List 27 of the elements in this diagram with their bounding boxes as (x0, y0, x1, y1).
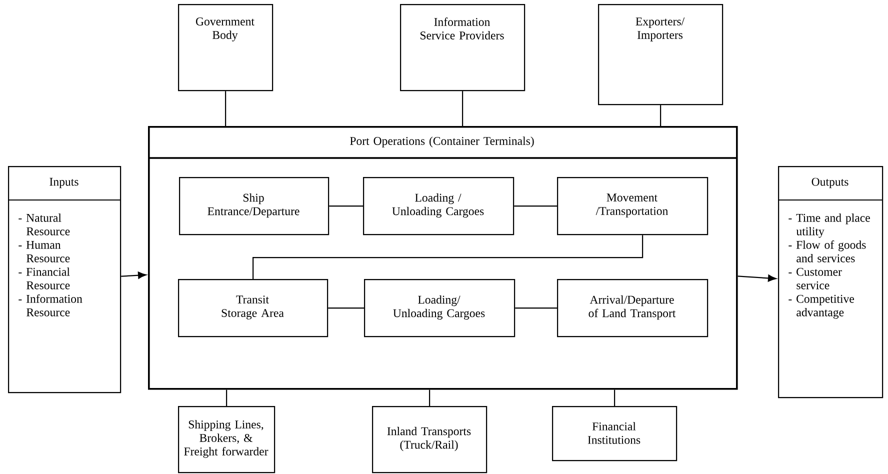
process-box: Loading/ Unloading Cargoes (364, 279, 516, 338)
connector (226, 390, 228, 406)
process-box: Information Service Providers (400, 4, 526, 92)
list-box: Inputs - Natural Resource - Human Resource - Financial Resource - Information Resource (8, 166, 122, 394)
connector (660, 105, 662, 126)
process-box: Financial Institutions (552, 406, 678, 462)
connector (429, 390, 430, 406)
connector (614, 390, 616, 406)
connector (225, 91, 226, 126)
connector (328, 308, 364, 309)
connector (121, 272, 146, 279)
connector (514, 206, 557, 207)
process-box: Movement /Transportation (557, 177, 708, 236)
connector (329, 206, 363, 207)
process-box: Exporters/ Importers (598, 4, 724, 106)
list-box: Outputs - Time and place utility - Flow of goods and services - Customer service - Competitive advantage (778, 166, 884, 398)
process-box: Inland Transports (Truck/Rail) (372, 406, 488, 474)
connector (462, 91, 464, 126)
process-box: Ship Entrance/Departure (179, 177, 330, 236)
connector (738, 274, 776, 282)
process-box: Transit Storage Area (178, 279, 328, 338)
connector (515, 308, 557, 309)
process-box: Arrival/Departure of Land Transport (557, 279, 708, 338)
process-box: Loading / Unloading Cargoes (363, 177, 514, 236)
process-box: Shipping Lines, Brokers, & Freight forwarder (178, 406, 276, 474)
connector (252, 235, 644, 279)
process-box: Government Body (178, 4, 274, 92)
